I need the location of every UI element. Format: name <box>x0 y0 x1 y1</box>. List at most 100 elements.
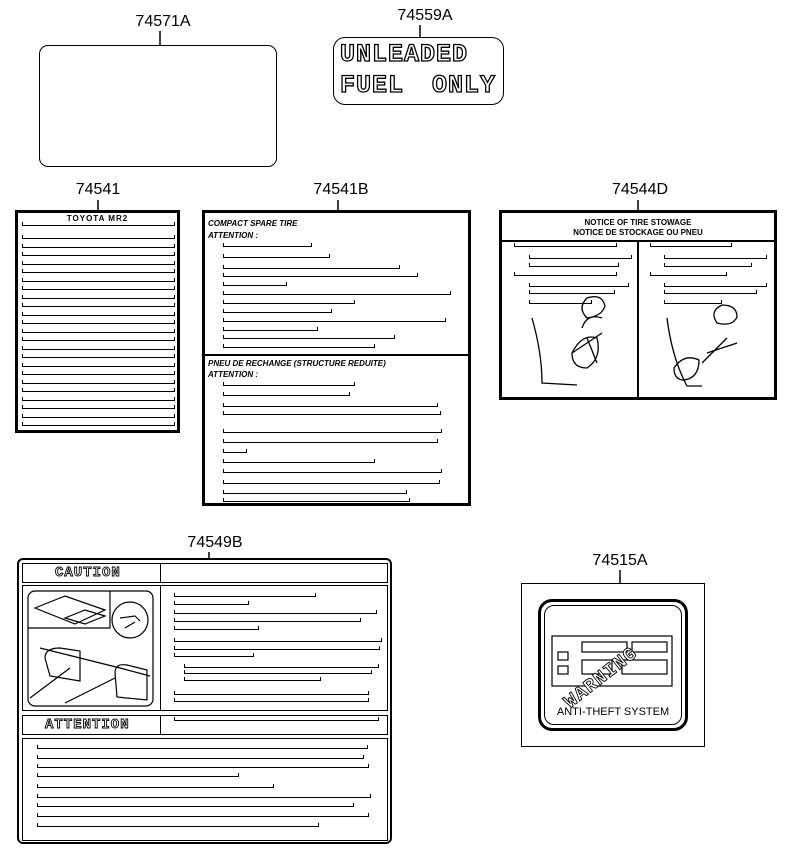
text-placeholder-line <box>529 299 593 305</box>
text-placeholder-line <box>37 812 369 818</box>
text-placeholder-line <box>22 268 175 274</box>
text-placeholder-line <box>223 448 248 454</box>
label-74541: TOYOTA MR2 <box>15 210 180 433</box>
text-placeholder-line <box>174 697 369 703</box>
text-placeholder-line <box>223 281 288 287</box>
fuel-only-text: FUEL ONLY <box>339 70 497 100</box>
label-74549B: CAUTION ATTENTION <box>17 558 392 844</box>
label-74515A-anti-theft: WARNING ANTI-THEFT SYSTEM <box>521 583 705 747</box>
text-placeholder-line <box>22 344 175 351</box>
pneu-title: PNEU DE RECHANGE (STRUCTURE REDUITE) <box>208 359 386 368</box>
text-placeholder-line <box>223 428 442 434</box>
text-placeholder-line <box>22 336 175 342</box>
part-number-74544D: 74544D <box>611 181 669 198</box>
text-placeholder-line <box>223 410 441 416</box>
text-placeholder-line <box>223 479 440 485</box>
part-number-74541: 74541 <box>75 181 121 198</box>
text-placeholder-line <box>22 242 175 249</box>
anti-theft-system-text: ANTI-THEFT SYSTEM <box>556 706 670 718</box>
text-placeholder-line <box>223 438 438 444</box>
text-placeholder-line <box>22 276 175 283</box>
text-placeholder-line <box>22 387 175 393</box>
attention-en: ATTENTION : <box>208 231 259 240</box>
text-placeholder-line <box>650 242 733 248</box>
text-placeholder-line <box>22 370 175 376</box>
text-placeholder-line <box>22 421 175 427</box>
text-placeholder-line <box>223 468 442 474</box>
text-placeholder-line <box>529 289 616 295</box>
text-placeholder-line <box>22 319 175 325</box>
text-placeholder-line <box>174 652 255 658</box>
text-placeholder-line <box>174 716 379 722</box>
part-number-74559A: 74559A <box>397 7 453 24</box>
text-placeholder-line <box>223 391 350 397</box>
text-placeholder-line <box>174 625 260 631</box>
part-number-74515A: 74515A <box>592 552 648 569</box>
text-placeholder-line <box>174 600 250 606</box>
text-placeholder-line <box>37 744 368 750</box>
text-placeholder-line <box>664 262 753 268</box>
text-placeholder-line <box>174 617 361 623</box>
text-placeholder-line <box>529 282 630 288</box>
text-placeholder-line <box>37 783 274 789</box>
text-placeholder-line <box>223 242 313 248</box>
toyota-mr2-header: TOYOTA MR2 <box>66 214 129 223</box>
text-placeholder-line <box>223 402 438 408</box>
spare-tire-storage-illustration <box>27 590 154 707</box>
text-placeholder-line <box>664 282 767 288</box>
text-placeholder-line <box>184 669 372 675</box>
text-placeholder-line <box>223 458 375 464</box>
text-placeholder-line <box>223 299 355 305</box>
text-placeholder-line <box>184 676 321 682</box>
text-placeholder-line <box>184 663 379 669</box>
notice-header-fr: NOTICE DE STOCKAGE OU PNEU <box>573 228 703 237</box>
text-placeholder-line <box>22 221 175 227</box>
text-placeholder-line <box>37 763 369 769</box>
part-number-74549B: 74549B <box>187 534 243 551</box>
label-74541B: COMPACT SPARE TIRE ATTENTION : PNEU DE R… <box>202 210 471 506</box>
text-placeholder-line <box>223 253 330 259</box>
text-placeholder-line <box>37 772 239 778</box>
text-placeholder-line <box>664 299 723 305</box>
text-placeholder-line <box>223 343 375 349</box>
part-number-74571A: 74571A <box>135 13 191 30</box>
text-placeholder-line <box>37 802 354 808</box>
label-74571A-blank <box>39 45 277 167</box>
text-placeholder-line <box>22 285 175 291</box>
text-placeholder-line <box>22 259 175 266</box>
text-placeholder-line <box>223 290 451 296</box>
text-placeholder-line <box>22 412 175 419</box>
text-placeholder-line <box>174 645 380 651</box>
unleaded-text: UNLEADED <box>339 39 469 69</box>
tire-stowage-illustration <box>531 295 738 387</box>
attention-header: ATTENTION <box>22 715 161 735</box>
text-placeholder-line <box>22 302 175 308</box>
notice-header-en: NOTICE OF TIRE STOWAGE <box>584 218 692 227</box>
text-placeholder-line <box>22 361 175 368</box>
part-number-74541B: 74541B <box>313 181 369 198</box>
text-placeholder-line <box>650 271 728 277</box>
text-placeholder-line <box>514 271 617 277</box>
text-placeholder-line <box>664 254 767 260</box>
text-placeholder-line <box>223 317 446 323</box>
caution-header: CAUTION <box>22 563 161 583</box>
text-placeholder-line <box>22 327 175 334</box>
text-placeholder-line <box>514 242 617 248</box>
label-74559A-unleaded: UNLEADED FUEL ONLY <box>333 37 504 105</box>
text-placeholder-line <box>529 262 620 268</box>
text-placeholder-line <box>223 326 319 332</box>
text-placeholder-line <box>22 251 175 257</box>
text-placeholder-line <box>223 334 395 340</box>
text-placeholder-line <box>223 381 355 387</box>
text-placeholder-line <box>529 254 632 260</box>
text-placeholder-line <box>22 310 175 317</box>
text-placeholder-line <box>37 793 371 799</box>
text-placeholder-line <box>174 609 377 615</box>
text-placeholder-line <box>223 264 400 270</box>
text-placeholder-line <box>37 754 364 760</box>
text-placeholder-line <box>22 404 175 410</box>
label-74544D: NOTICE OF TIRE STOWAGE NOTICE DE STOCKAG… <box>499 210 777 400</box>
text-placeholder-line <box>223 308 332 314</box>
compact-spare-tire-title: COMPACT SPARE TIRE <box>208 219 298 228</box>
